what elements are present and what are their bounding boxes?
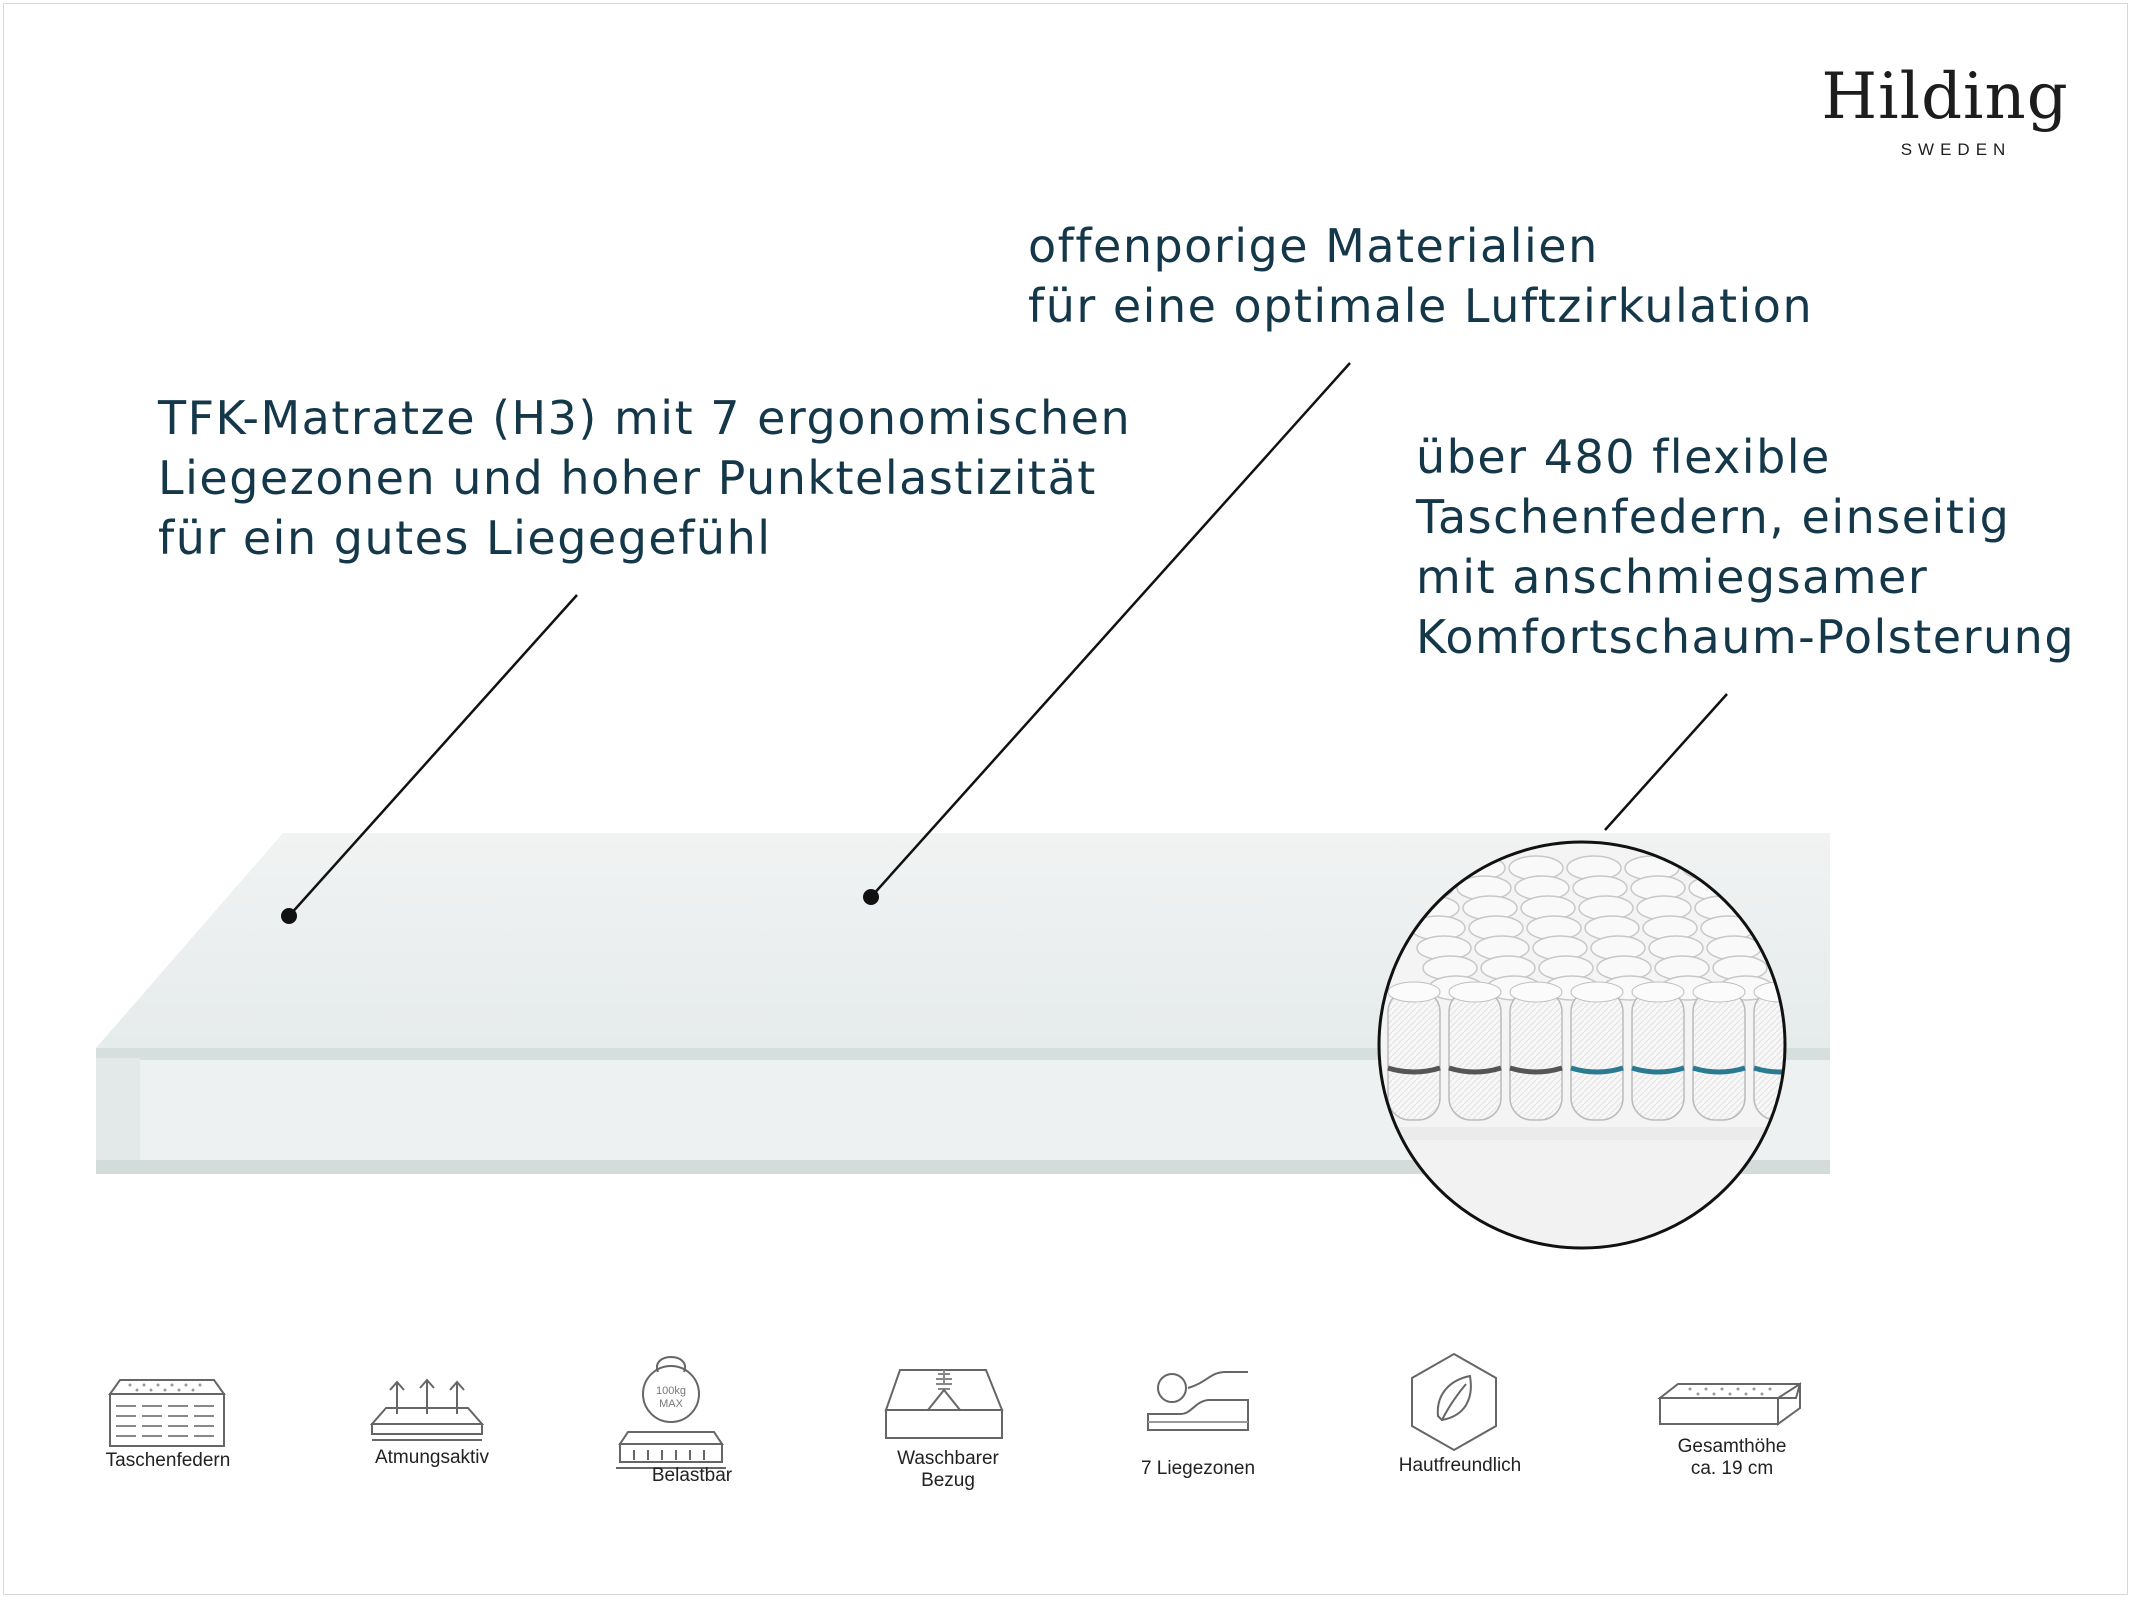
spring-pocket <box>1387 981 1441 1121</box>
brand-name: Hilding <box>1821 60 2069 134</box>
spring-pocket <box>1631 981 1685 1121</box>
leader-line-tfk <box>288 594 578 917</box>
feature-label-skin: Hautfreundlich <box>1398 1455 1522 1476</box>
skin-friendly-icon <box>1411 1352 1497 1452</box>
callout-tfk-line3: für ein gutes Liegegefühl <box>158 511 772 565</box>
pocket-spring-icon <box>108 1379 226 1447</box>
callout-material-line1: offenporige Materialien <box>1028 219 1599 273</box>
feature-label-washable-line2: Bezug <box>921 1470 975 1491</box>
brand-sub: SWEDEN <box>1900 140 2012 159</box>
feature-label-washable: Waschbarer Bezug <box>868 1448 1028 1492</box>
leader-line-springs <box>1604 693 1728 831</box>
spring-pocket <box>1570 981 1624 1121</box>
feature-label-zones: 7 Liegezonen <box>1140 1458 1256 1479</box>
leader-dot-tfk <box>281 908 297 924</box>
weight-badge-line2: MAX <box>659 1398 684 1410</box>
total-height-icon <box>1657 1382 1802 1426</box>
callout-tfk: TFK-Matratze (H3) mit 7 ergonomischen Li… <box>158 388 1131 568</box>
feature-label-height: Gesamthöhe ca. 19 cm <box>1652 1436 1812 1480</box>
feature-label-washable-line1: Waschbarer <box>897 1448 999 1469</box>
feature-label-height-line2: ca. 19 cm <box>1690 1458 1774 1479</box>
callout-springs-line2: Taschenfedern, einseitig <box>1416 490 2011 544</box>
feature-label-pocket-springs: Taschenfedern <box>105 1450 231 1471</box>
leader-dot-material <box>863 889 879 905</box>
feature-label-load: Belastbar <box>651 1465 733 1486</box>
brand-logo: Hilding SWEDEN <box>1820 62 2070 160</box>
spring-pocket <box>1448 981 1502 1121</box>
spring-pocket <box>1692 981 1746 1121</box>
callout-springs-line4: Komfortschaum-Polsterung <box>1416 610 2076 664</box>
callout-tfk-line2: Liegezonen und hoher Punktelastizität <box>158 451 1097 505</box>
callout-springs-line3: mit anschmiegsamer <box>1416 550 1929 604</box>
breathable-icon <box>369 1378 485 1441</box>
callout-material: offenporige Materialien für eine optimal… <box>1028 216 1813 336</box>
lying-zones-icon <box>1147 1371 1249 1431</box>
weight-icon: 100kg MAX <box>616 1356 726 1469</box>
weight-badge-line1: 100kg <box>656 1385 686 1397</box>
washable-cover-icon <box>884 1369 1004 1439</box>
callout-springs-line1: über 480 flexible <box>1416 430 1831 484</box>
callout-tfk-line1: TFK-Matratze (H3) mit 7 ergonomischen <box>158 391 1132 445</box>
spring-pocket <box>1509 981 1563 1121</box>
callout-springs: über 480 flexible Taschenfedern, einseit… <box>1416 427 2075 667</box>
leader-line-material <box>870 362 1351 898</box>
image-frame <box>3 3 2128 1595</box>
feature-label-breathable: Atmungsaktiv <box>374 1447 490 1468</box>
feature-label-height-line1: Gesamthöhe <box>1677 1436 1787 1457</box>
callout-material-line2: für eine optimale Luftzirkulation <box>1028 279 1814 333</box>
